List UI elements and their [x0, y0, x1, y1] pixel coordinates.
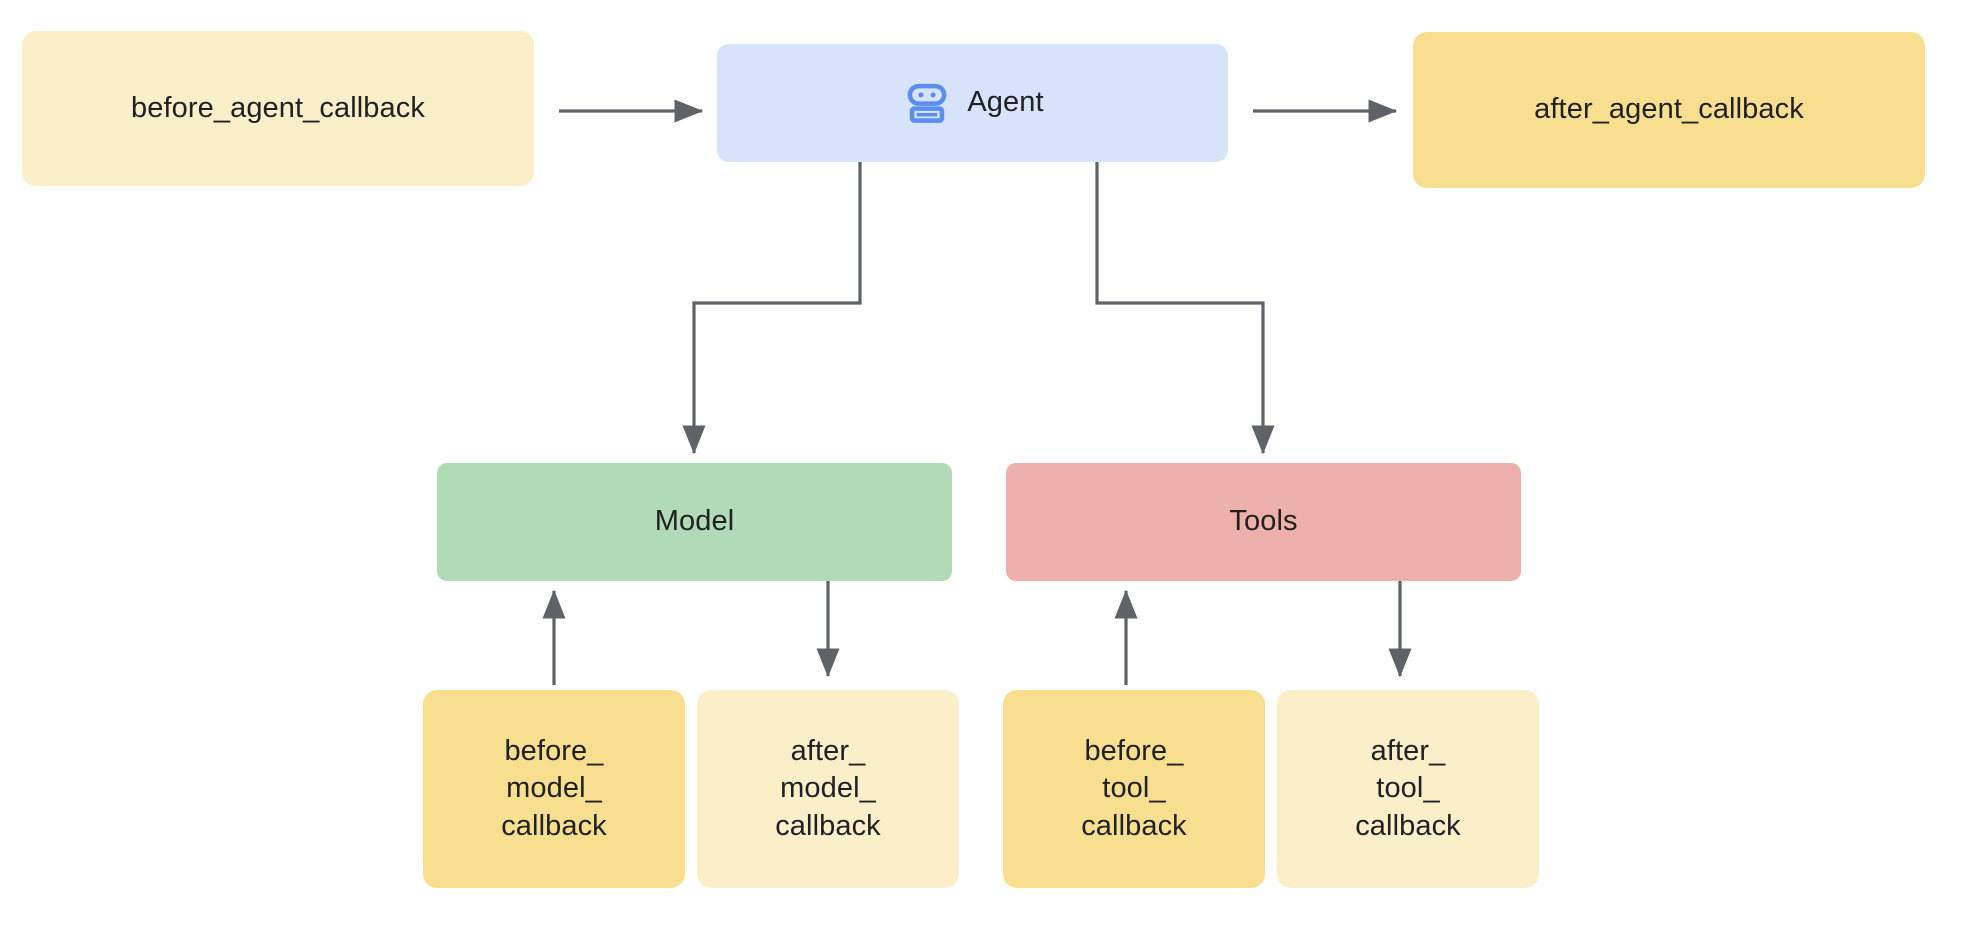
node-tools-label: Tools [1229, 505, 1298, 538]
node-model-label: Model [654, 505, 735, 538]
node-tools[interactable]: Tools [1006, 463, 1521, 581]
node-after-agent-callback-label: after_agent_callback [1534, 93, 1804, 126]
node-before-model-callback-label: before_ model_ callback [501, 735, 607, 842]
node-after-tool-callback[interactable]: after_ tool_ callback [1277, 690, 1539, 888]
node-after-tool-callback-label: after_ tool_ callback [1355, 735, 1461, 842]
node-model[interactable]: Model [437, 463, 952, 581]
node-before-tool-callback-label: before_ tool_ callback [1081, 735, 1187, 842]
robot-icon [901, 77, 953, 129]
node-agent[interactable]: Agent [717, 44, 1228, 162]
edge-agent-to-model [682, 162, 862, 455]
node-after-model-callback[interactable]: after_ model_ callback [697, 690, 959, 888]
node-before-model-callback[interactable]: before_ model_ callback [423, 690, 685, 888]
edge-agent-to-tools [1095, 162, 1275, 455]
node-before-agent-callback[interactable]: before_agent_callback [22, 31, 534, 186]
node-after-agent-callback[interactable]: after_agent_callback [1413, 32, 1925, 188]
node-before-tool-callback[interactable]: before_ tool_ callback [1003, 690, 1265, 888]
node-after-model-callback-label: after_ model_ callback [775, 735, 881, 842]
node-before-agent-callback-label: before_agent_callback [131, 91, 425, 124]
node-agent-label: Agent [967, 86, 1044, 119]
